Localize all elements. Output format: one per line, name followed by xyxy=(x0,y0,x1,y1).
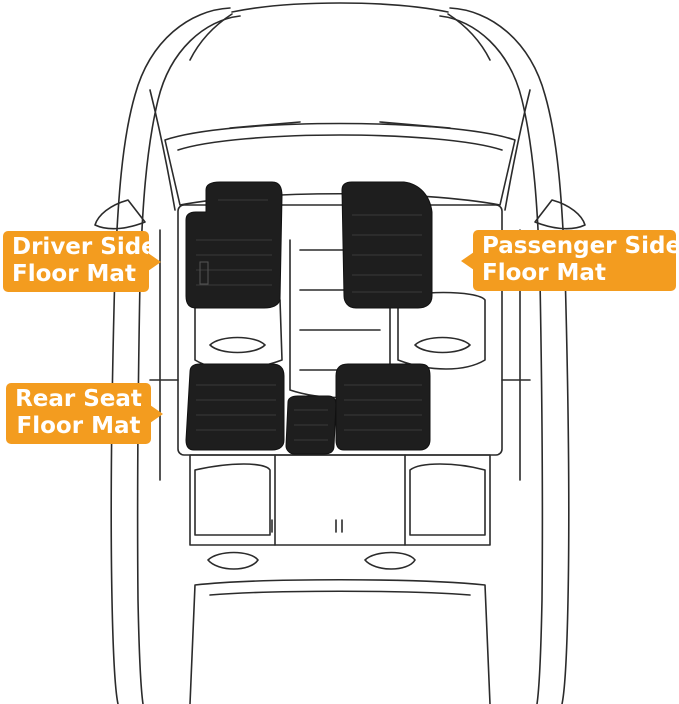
console-detail xyxy=(299,249,381,371)
rear-left-mat-texture xyxy=(196,384,276,431)
car-body-outline xyxy=(110,7,570,704)
passenger-side-floor-mat xyxy=(341,181,433,309)
hood-outline xyxy=(231,2,449,13)
passenger-callout-line2: Floor Mat xyxy=(482,260,606,286)
rear-callout-arrow xyxy=(150,404,163,423)
driver-callout-line2: Floor Mat xyxy=(12,261,136,287)
windshield-inner xyxy=(177,134,503,151)
hood-crease-left xyxy=(189,13,233,61)
driver-side-floor-mat xyxy=(185,181,283,309)
rear-callout-line2: Floor Mat xyxy=(16,413,141,439)
rear-callout-line1: Rear Seat xyxy=(15,386,142,412)
door-line-left xyxy=(149,229,179,481)
front-seat-left-headrest xyxy=(209,336,266,354)
rear-seat-bench xyxy=(189,454,491,546)
a-pillar-left xyxy=(149,89,176,211)
rear-headrest-right xyxy=(364,551,416,570)
rear-center-mat-texture xyxy=(294,409,328,441)
mirror-right xyxy=(534,199,586,230)
rear-right-floor-mat xyxy=(335,363,431,451)
driver-callout-line1: Driver Side xyxy=(12,234,157,260)
rear-right-mat-texture xyxy=(344,384,422,431)
driver-mat-pedal-pad xyxy=(199,261,209,285)
driver-callout-arrow xyxy=(148,252,161,271)
passenger-callout-arrow xyxy=(461,251,474,270)
a-pillar-right xyxy=(504,89,531,211)
car-body-inner-line xyxy=(136,15,544,704)
hood-crease-right xyxy=(447,13,491,61)
rear-window-inner xyxy=(209,590,471,596)
driver-mat-texture xyxy=(196,199,272,286)
seatbelt-buckles xyxy=(271,519,343,533)
mirror-left xyxy=(94,199,146,230)
rear-window xyxy=(189,578,491,704)
driver-side-floor-mat-callout: Driver Side Floor Mat xyxy=(3,231,161,292)
rear-seat-floor-mat-callout: Rear Seat Floor Mat xyxy=(6,383,163,444)
rear-seat-dividers xyxy=(274,454,406,546)
front-seat-right-headrest xyxy=(414,336,471,354)
passenger-callout-line1: Passenger Side xyxy=(482,233,679,259)
wiper-lines xyxy=(229,121,451,129)
rear-seat-backs xyxy=(194,463,486,536)
rear-left-floor-mat xyxy=(185,363,285,451)
rear-headrest-left xyxy=(207,551,259,570)
passenger-side-floor-mat-callout: Passenger Side Floor Mat xyxy=(461,230,679,291)
passenger-mat-texture xyxy=(352,214,422,293)
